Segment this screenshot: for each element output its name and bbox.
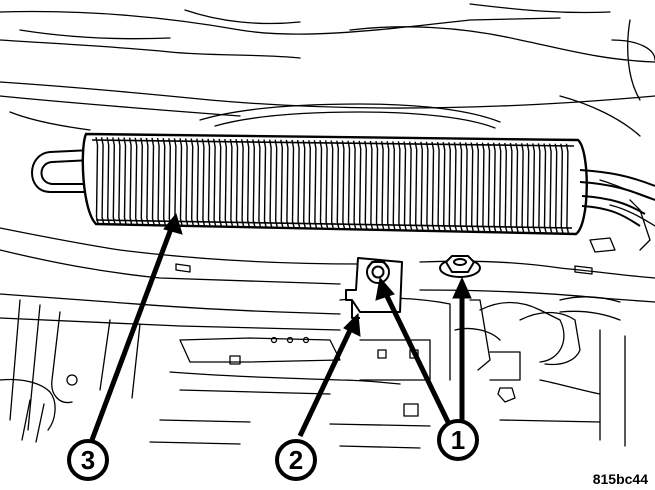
cooler-fin xyxy=(459,142,463,231)
cooler-fin xyxy=(476,142,480,232)
cooler-fin xyxy=(498,142,502,232)
cooler-fin xyxy=(537,143,542,233)
cooler-fin xyxy=(560,143,564,233)
cooler-fin xyxy=(352,140,357,229)
cooler-fin xyxy=(548,143,553,233)
cooler-fin xyxy=(285,139,290,228)
cooler-fin xyxy=(397,141,402,230)
cooler-fin xyxy=(515,142,519,232)
cooler-fin xyxy=(403,141,407,230)
cooler-fin xyxy=(369,140,374,229)
cooler-fin xyxy=(347,140,351,229)
cooler-fin xyxy=(436,141,441,231)
cooler-fin xyxy=(302,139,306,228)
cooler-fin xyxy=(464,142,469,231)
cooler-fin xyxy=(509,142,514,232)
cooler-fin xyxy=(308,140,312,228)
mounting-bolt xyxy=(439,255,481,278)
callout-2-label: 2 xyxy=(289,445,303,475)
cooler-fin xyxy=(386,141,390,230)
cooler-fin xyxy=(453,142,458,231)
cooler-fin xyxy=(392,141,396,230)
cooler-fin xyxy=(431,141,435,231)
callout-leaders xyxy=(89,212,472,441)
cooler-fin xyxy=(364,140,368,229)
background-chassis-linework xyxy=(0,3,655,449)
cooler-fin xyxy=(341,140,346,229)
cooler-fin xyxy=(414,141,418,230)
cooler-fin xyxy=(380,141,385,230)
cooler-inlet-tube xyxy=(31,149,93,193)
cooler-fin xyxy=(358,140,362,229)
cooler-fin xyxy=(442,141,446,231)
cooler-fin xyxy=(336,140,340,229)
cooler-fin xyxy=(532,143,536,233)
cooler-fin xyxy=(543,143,547,233)
callout-2: 2 xyxy=(275,439,317,481)
cooler-fin xyxy=(554,143,558,233)
transmission-oil-cooler xyxy=(81,132,588,236)
cooler-fin xyxy=(291,139,295,228)
cooler-fin xyxy=(492,142,497,232)
cooler-fin xyxy=(296,139,301,228)
cooler-fin xyxy=(526,143,530,233)
cooler-fin xyxy=(470,142,474,231)
cooler-fin xyxy=(425,141,430,231)
cooler-fin xyxy=(487,142,491,232)
cooler-fin xyxy=(420,141,424,230)
cooler-fin xyxy=(324,140,329,229)
cooler-fin xyxy=(375,140,379,230)
cooler-fin xyxy=(280,139,284,228)
cooler-fin xyxy=(565,143,570,233)
cooler-fin xyxy=(330,140,334,229)
callout-3-label: 3 xyxy=(81,445,95,475)
callout-3: 3 xyxy=(67,439,109,481)
cooler-outlet-tubes xyxy=(579,169,655,227)
cooler-fin xyxy=(448,142,452,231)
cooler-fin xyxy=(319,140,323,228)
cooler-fin xyxy=(481,142,486,232)
callout-1-label: 1 xyxy=(451,425,465,455)
figure-id: 815bc44 xyxy=(593,471,648,487)
cooler-fin xyxy=(520,143,525,233)
cooler-fin xyxy=(408,141,413,230)
callout-1: 1 xyxy=(437,419,479,461)
cooler-fin xyxy=(313,140,318,228)
cooler-fin xyxy=(504,142,508,232)
